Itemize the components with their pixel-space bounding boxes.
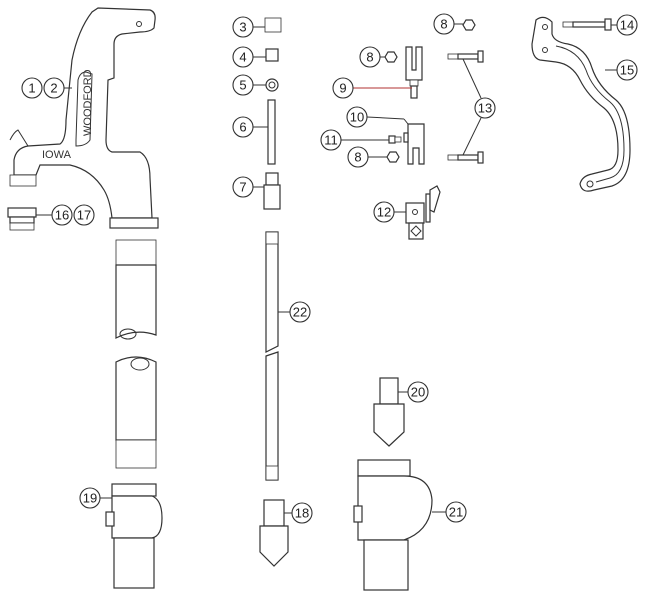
callout-12: 12 [373,201,395,223]
svg-text:15: 15 [620,63,634,78]
callout-9: 9 [332,77,354,99]
svg-text:21: 21 [449,505,463,520]
svg-text:1: 1 [28,81,35,96]
callout-8-mid: 8 [359,46,381,68]
valve-body-19 [100,483,163,589]
callout-10: 10 [346,106,368,128]
svg-text:10: 10 [350,110,364,125]
svg-text:11: 11 [324,133,338,148]
callout-22: 22 [289,301,311,323]
callout-7: 7 [232,176,254,198]
callout-11: 11 [320,129,342,151]
model-lettering: IOWA [42,149,72,161]
callout-6: 6 [232,116,254,138]
svg-text:6: 6 [239,120,246,135]
callout-8-top: 8 [433,13,455,35]
callout-15: 15 [616,59,638,81]
linkage-parts [341,19,484,240]
callout-16: 16 [51,204,73,226]
svg-text:14: 14 [620,18,634,33]
svg-text:8: 8 [440,17,447,32]
svg-text:7: 7 [239,180,246,195]
callout-1: 1 [21,77,43,99]
outlet-adapter [7,207,52,231]
callout-17: 17 [73,204,95,226]
callout-19: 19 [79,487,101,509]
callout-4: 4 [232,46,254,68]
callout-14: 14 [616,14,638,36]
callout-3: 3 [232,16,254,38]
svg-text:5: 5 [239,78,246,93]
callout-20: 20 [407,381,429,403]
svg-text:19: 19 [83,491,97,506]
hydrant-head: WOODFORD IOWA [9,7,159,229]
svg-text:20: 20 [411,385,425,400]
svg-text:17: 17 [77,208,91,223]
center-parts [253,17,292,567]
svg-text:8: 8 [366,50,373,65]
callout-5: 5 [232,74,254,96]
svg-text:13: 13 [478,101,492,116]
svg-text:12: 12 [377,205,391,220]
callout-8-bottom: 8 [347,146,369,168]
handle-parts [531,16,631,192]
callout-2: 2 [43,77,65,99]
callout-18: 18 [291,502,313,524]
svg-text:3: 3 [239,20,246,35]
svg-text:9: 9 [339,81,346,96]
svg-text:4: 4 [239,50,246,65]
callout-13: 13 [474,97,496,119]
brand-lettering: WOODFORD [82,69,94,136]
svg-text:8: 8 [354,150,361,165]
callout-21: 21 [445,501,467,523]
svg-text:22: 22 [293,305,307,320]
right-bottom-parts [64,87,446,591]
svg-text:18: 18 [295,506,309,521]
svg-text:2: 2 [50,81,57,96]
standpipe [115,239,157,469]
svg-text:16: 16 [55,208,69,223]
